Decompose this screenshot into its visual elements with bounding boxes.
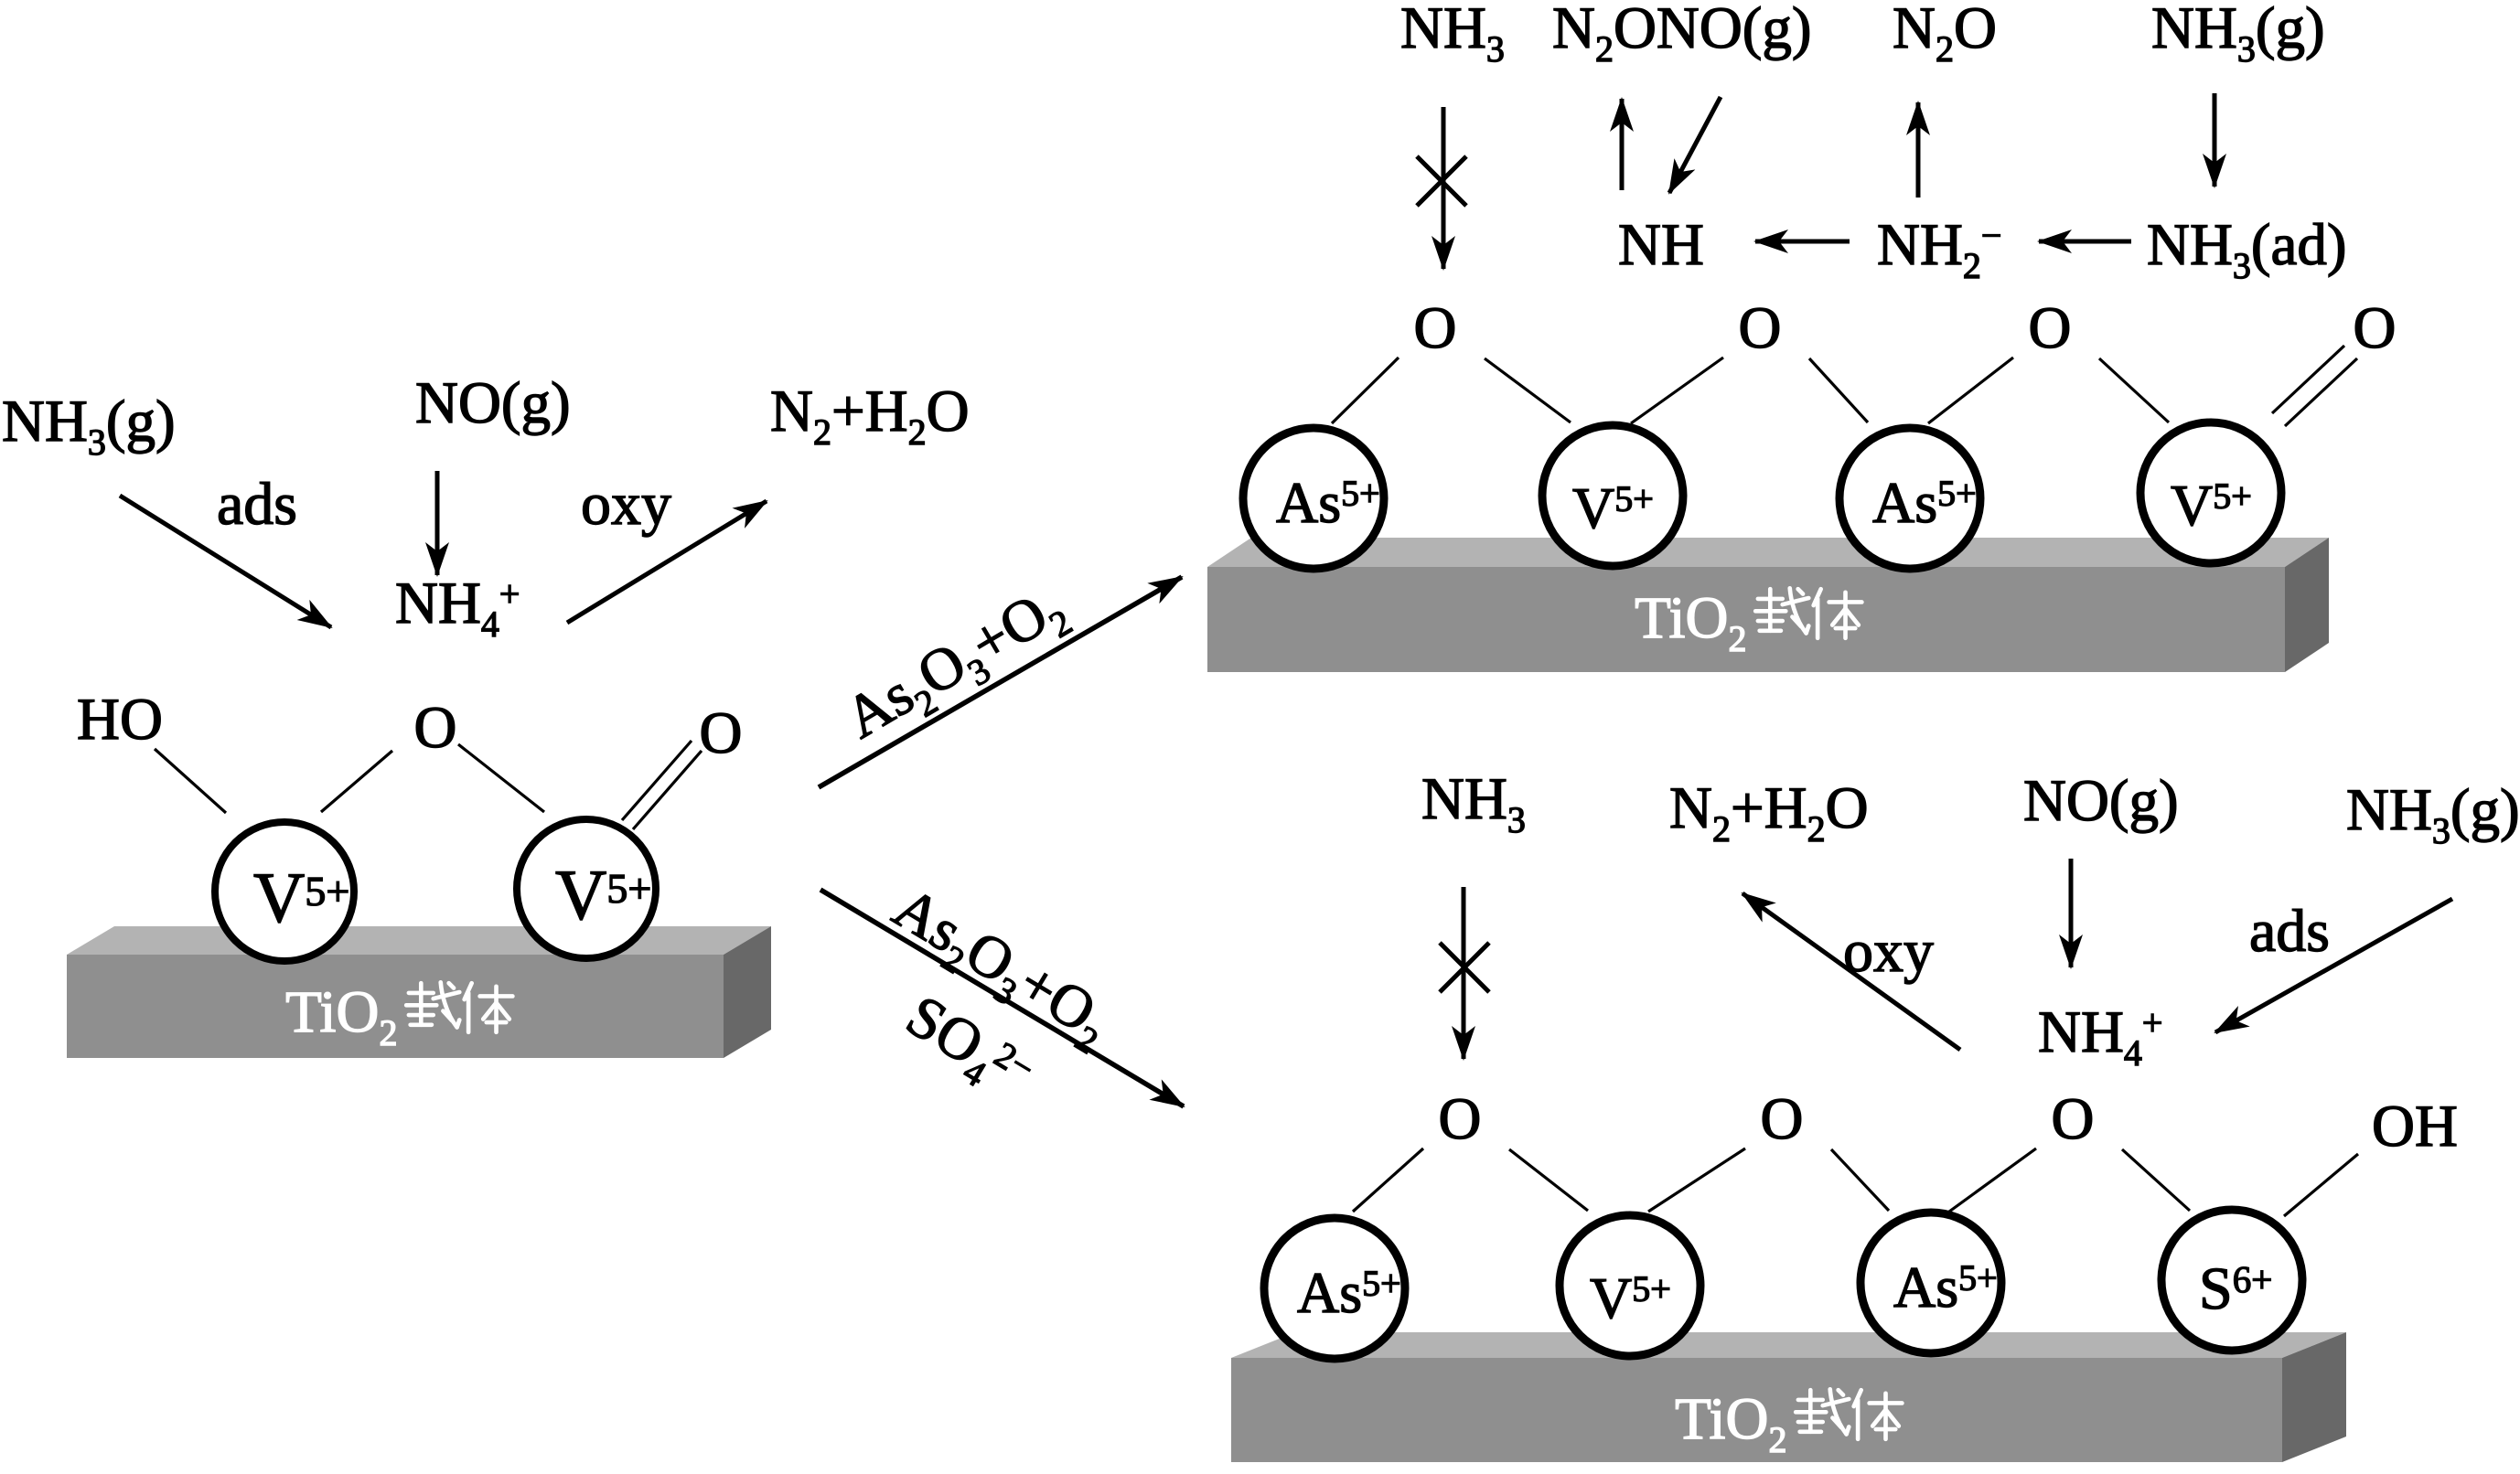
svg-text:ads: ads xyxy=(217,471,297,538)
svg-text:NO(g): NO(g) xyxy=(415,370,571,436)
svg-text:NH3(g): NH3(g) xyxy=(2151,0,2325,69)
svg-text:NH: NH xyxy=(1618,212,1704,278)
svg-text:O: O xyxy=(700,700,743,766)
svg-text:NH3(g): NH3(g) xyxy=(2,389,176,463)
svg-text:HO: HO xyxy=(77,687,163,753)
svg-text:As5+: As5+ xyxy=(1297,1260,1401,1325)
svg-text:O: O xyxy=(1414,295,1457,361)
svg-text:O: O xyxy=(2029,295,2072,361)
svg-text:V5+: V5+ xyxy=(555,855,651,935)
svg-text:TiO2: TiO2 xyxy=(285,979,397,1053)
svg-text:oxy: oxy xyxy=(1843,918,1934,985)
svg-text:O: O xyxy=(2354,295,2397,361)
svg-text:O: O xyxy=(2052,1086,2095,1152)
svg-text:NO(g): NO(g) xyxy=(2023,768,2179,834)
svg-text:O: O xyxy=(1761,1086,1804,1152)
svg-text:NH2−: NH2− xyxy=(1877,212,2001,286)
svg-text:As5+: As5+ xyxy=(1276,470,1380,535)
svg-text:O: O xyxy=(1739,295,1782,361)
svg-text:OH: OH xyxy=(2372,1094,2458,1159)
svg-text:N2ONO(g): N2ONO(g) xyxy=(1552,0,1812,69)
svg-text:O: O xyxy=(414,695,457,761)
svg-text:O: O xyxy=(1439,1086,1482,1152)
svg-text:V5+: V5+ xyxy=(2171,473,2252,538)
svg-text:oxy: oxy xyxy=(581,471,671,538)
svg-text:N2+H2O: N2+H2O xyxy=(1669,775,1869,849)
svg-text:N2+H2O: N2+H2O xyxy=(770,379,970,453)
svg-text:NH3: NH3 xyxy=(1421,766,1526,840)
svg-text:As5+: As5+ xyxy=(1872,470,1977,535)
svg-text:ads: ads xyxy=(2249,898,2330,965)
